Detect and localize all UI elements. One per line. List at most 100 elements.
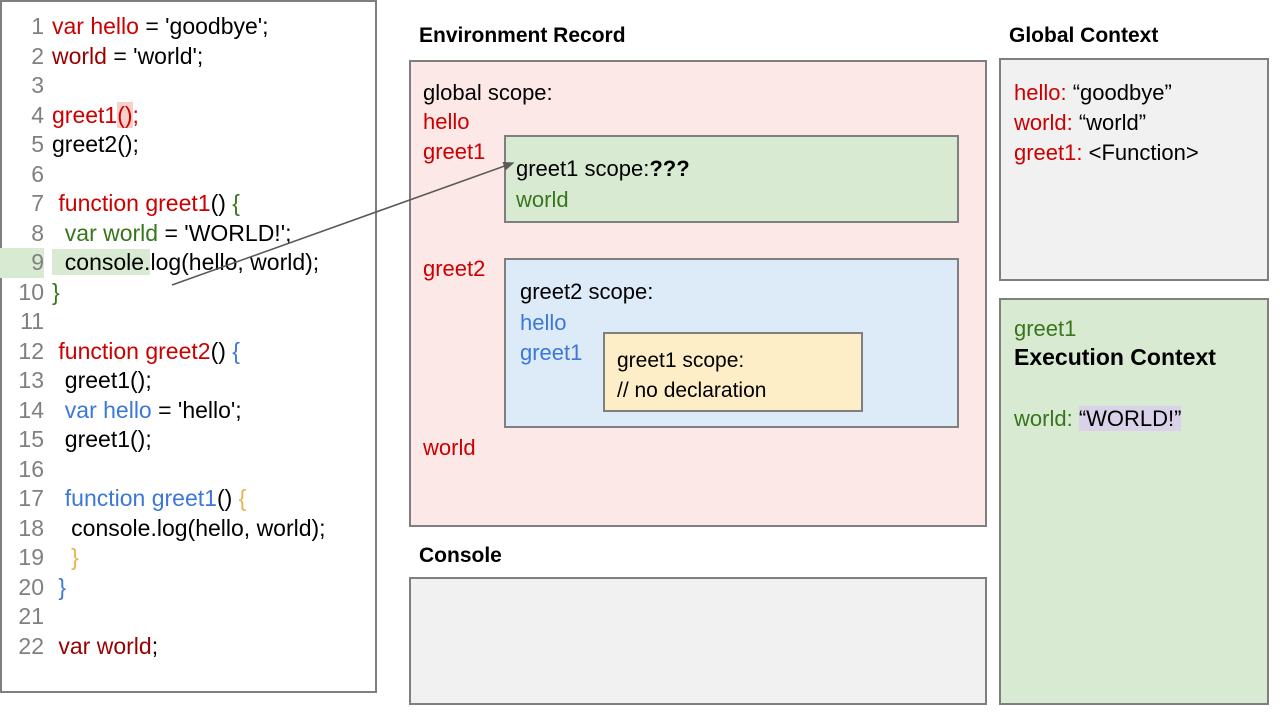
code-token: console.log(hello, world);	[52, 514, 326, 541]
global-context-entry-hello: hello: “goodbye”	[1014, 82, 1172, 104]
code-token: function greet1	[52, 485, 217, 511]
global-context-value-hello: “goodbye”	[1072, 80, 1172, 105]
code-line-text: function greet1() {	[44, 485, 247, 511]
environment-record-box: global scope: hello greet1 greet2 world …	[409, 60, 987, 527]
code-line-number: 2	[31, 42, 44, 69]
code-token: world	[52, 42, 107, 69]
global-context-entry-greet1: greet1: <Function>	[1014, 142, 1199, 164]
execution-context-variable-key: world	[1014, 406, 1067, 431]
code-line-number: 9	[0, 248, 44, 278]
code-line[interactable]: 6	[0, 160, 1280, 190]
code-line-number: 4	[31, 101, 44, 128]
code-line[interactable]: 19 }	[0, 543, 1280, 573]
code-line-number: 11	[20, 308, 44, 334]
greet1-scope-box: greet1 scope:??? world	[504, 135, 959, 223]
code-line-text: world = 'world';	[44, 43, 203, 69]
greet1-scope-unknown-value: ???	[649, 156, 690, 181]
code-line-text	[44, 308, 52, 334]
code-line[interactable]: 13 greet1();	[0, 366, 1280, 396]
console-output-box[interactable]	[409, 577, 987, 705]
code-line[interactable]: 18 console.log(hello, world);	[0, 514, 1280, 544]
code-line-number: 1	[31, 13, 44, 39]
global-context-sep-hello: :	[1060, 80, 1073, 105]
code-line[interactable]: 20 }	[0, 573, 1280, 603]
code-token: ;	[132, 101, 139, 128]
code-token: }	[52, 573, 67, 600]
code-line-number: 8	[31, 219, 44, 246]
code-token: function greet2	[52, 337, 211, 364]
code-line-number: 17	[18, 485, 44, 511]
nested-greet1-scope-box: greet1 scope: // no declaration	[603, 332, 863, 412]
code-token: var world	[52, 219, 159, 246]
code-line[interactable]: 14 var hello = 'hello';	[0, 396, 1280, 426]
code-line-text: greet1();	[44, 367, 152, 393]
code-token: log(hello, world);	[150, 249, 320, 275]
code-line-text: var hello = 'hello';	[44, 397, 242, 423]
code-line-text	[44, 456, 52, 482]
greet2-scope-header: greet2 scope:	[520, 279, 654, 304]
code-line-number: 20	[18, 573, 44, 600]
code-token: var world	[52, 632, 152, 659]
code-line-number: 16	[18, 455, 44, 482]
code-token: console.	[52, 249, 151, 275]
code-token: ;	[151, 632, 159, 659]
global-binding-greet1: greet1	[423, 139, 486, 164]
global-context-value-greet1: <Function>	[1088, 140, 1199, 165]
code-line-text	[44, 161, 52, 187]
code-line-text	[44, 72, 52, 98]
code-line-text: function greet1() {	[44, 190, 240, 216]
global-context-value-world: “world”	[1078, 110, 1147, 135]
code-line-number: 19	[18, 544, 44, 570]
global-context-title: Global Context	[1009, 24, 1159, 47]
code-token: greet1();	[52, 367, 152, 393]
code-line[interactable]: 17 function greet1() {	[0, 484, 1280, 514]
code-line-number: 18	[18, 514, 44, 541]
code-line[interactable]: 10}	[0, 278, 1280, 308]
code-token: greet1();	[52, 426, 152, 452]
code-line[interactable]: 22 var world;	[0, 632, 1280, 662]
code-line-number: 6	[31, 160, 44, 187]
code-token: greet1	[52, 101, 118, 128]
global-scope-label: global scope:	[423, 80, 553, 105]
nested-greet1-scope-header: greet1 scope:	[617, 349, 745, 372]
code-line-text	[44, 603, 52, 629]
execution-context-variable-sep: :	[1066, 406, 1079, 431]
code-token: {	[232, 190, 240, 216]
code-token: ()	[210, 337, 233, 364]
code-line-text: var world = 'WORLD!';	[44, 219, 292, 246]
global-context-sep-world: :	[1066, 110, 1079, 135]
nested-greet1-scope-note: // no declaration	[617, 379, 767, 402]
code-token: = 'WORLD!';	[158, 219, 292, 246]
greet2-scope-binding-greet1: greet1	[520, 340, 583, 365]
code-line-number: 3	[31, 72, 44, 98]
code-line[interactable]: 3	[0, 71, 1280, 101]
code-token: {	[232, 337, 240, 364]
code-line-number: 14	[18, 396, 44, 423]
code-token: = 'goodbye';	[138, 13, 269, 39]
code-token: {	[238, 485, 247, 511]
code-line-text: }	[44, 279, 60, 305]
global-context-key-hello: hello	[1014, 80, 1061, 105]
global-binding-hello: hello	[423, 109, 470, 134]
code-line[interactable]: 11	[0, 307, 1280, 337]
code-line[interactable]: 16	[0, 455, 1280, 485]
execution-context-box: greet1 Execution Context world: “WORLD!”	[999, 298, 1269, 705]
code-line-number: 10	[18, 278, 44, 305]
code-token: ()	[117, 101, 133, 128]
code-line-text: function greet2() {	[44, 338, 240, 364]
code-line[interactable]: 21	[0, 602, 1280, 632]
code-line-number: 15	[18, 426, 44, 452]
code-line-text: greet2();	[44, 131, 139, 157]
code-line-text: }	[44, 544, 79, 570]
execution-context-variable-value: “WORLD!”	[1078, 406, 1182, 431]
environment-record-title: Environment Record	[419, 24, 626, 47]
code-line[interactable]: 12 function greet2() {	[0, 337, 1280, 367]
code-line-text: greet1();	[44, 101, 139, 128]
global-context-sep-greet1: :	[1076, 140, 1089, 165]
code-line[interactable]: 15 greet1();	[0, 425, 1280, 455]
